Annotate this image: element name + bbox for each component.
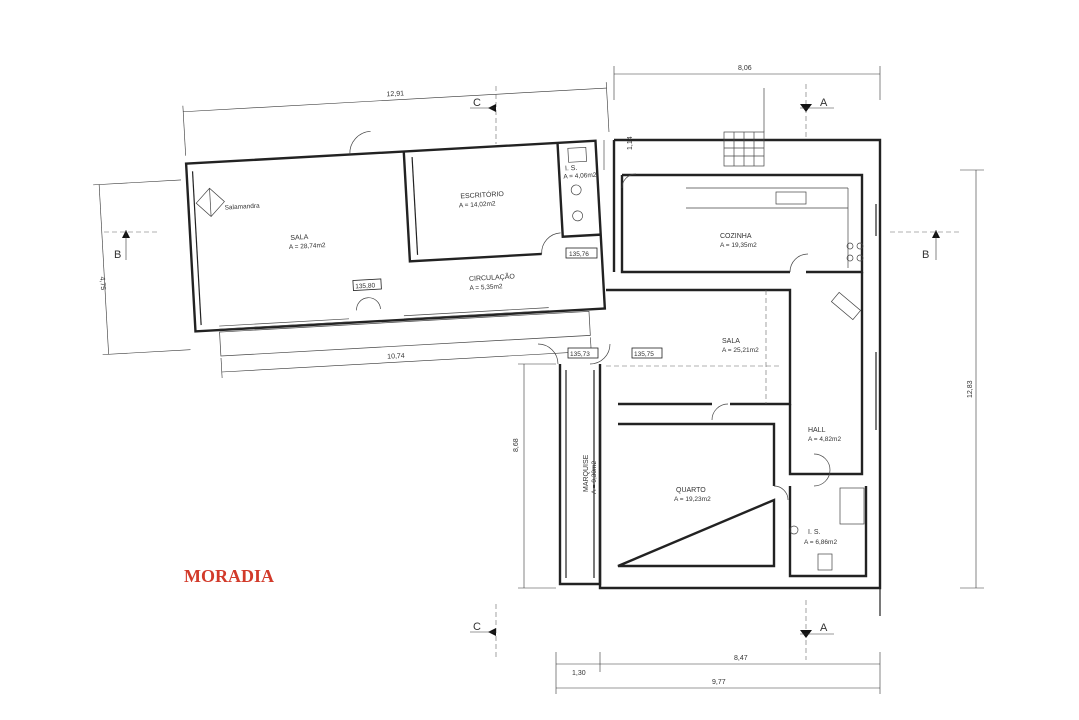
left-wing-outer-wall — [184, 139, 607, 333]
quarto-area: A = 19,23m2 — [674, 496, 711, 503]
section-c-bottom: C — [473, 621, 481, 633]
level-135-73: 135,73 — [570, 351, 590, 358]
cozinha-name: COZINHA — [720, 233, 752, 240]
section-b-left: B — [114, 249, 121, 261]
cozinha-walls — [620, 173, 864, 274]
section-a-top: A — [820, 97, 828, 109]
circulacao-name: CIRCULAÇÃO — [469, 271, 516, 283]
section-markers: A A C C B B — [104, 84, 960, 660]
hall-area: A = 4,82m2 — [808, 436, 841, 443]
sala-right-name: SALA — [722, 338, 740, 345]
hall-name: HALL — [808, 427, 826, 434]
cozinha-area: A = 19,35m2 — [720, 242, 757, 249]
is-bottom-area: A = 6,86m2 — [804, 539, 837, 546]
sala-right-area: A = 25,21m2 — [722, 347, 759, 354]
marquise-area: A = 9,30m2 — [591, 461, 598, 494]
salamandra-label: Salamandra — [224, 203, 260, 212]
dimension-lines: 8,06 1,14 8,68 12,83 1,30 8,47 9,77 — [513, 65, 984, 694]
is-bottom-name: I. S. — [808, 529, 821, 536]
marquise-walls — [558, 364, 602, 586]
dim-1-30: 1,30 — [572, 670, 586, 677]
staircase — [723, 88, 765, 167]
salamandra-stove — [195, 187, 225, 217]
escritorio-area: A = 14,02m2 — [459, 200, 496, 209]
dim-8-47: 8,47 — [734, 655, 748, 662]
sala-left-area: A = 28,74m2 — [289, 242, 326, 251]
dim-10-74: 10,74 — [387, 353, 405, 361]
left-wing: Salamandra SALA A = 28,74m2 ESCRITÓRIO A… — [93, 82, 610, 379]
right-wing-outer-wall — [598, 138, 882, 590]
is-top-name: I. S. — [565, 165, 578, 173]
sala-left-name: SALA — [290, 234, 309, 242]
dim-8-06: 8,06 — [738, 65, 752, 72]
dim-4-75: 4,75 — [98, 276, 106, 290]
terrace-strip — [219, 311, 591, 357]
section-a-bottom: A — [820, 622, 828, 634]
plan-title: MORADIA — [184, 566, 274, 586]
marquise-name: MARQUISE — [583, 454, 590, 492]
dim-12-91: 12,91 — [386, 90, 404, 98]
section-b-right: B — [922, 249, 929, 261]
section-c-top: C — [473, 97, 481, 109]
hall-walls — [788, 272, 864, 476]
level-135-75: 135,75 — [634, 351, 654, 358]
level-135-80: 135,80 — [355, 282, 376, 290]
dim-9-77: 9,77 — [712, 679, 726, 686]
escritorio-walls — [402, 151, 542, 263]
is-top-area: A = 4,06m2 — [563, 172, 597, 181]
dim-1-14: 1,14 — [627, 136, 634, 150]
quarto-name: QUARTO — [676, 487, 706, 494]
dim-12-83: 12,83 — [967, 380, 974, 398]
is-bottom-walls — [788, 486, 868, 578]
level-135-76: 135,76 — [569, 251, 589, 258]
sala-right-walls — [606, 288, 792, 406]
escritorio-name: ESCRITÓRIO — [460, 189, 505, 200]
right-wing: COZINHA A = 19,35m2 SALA A = 25,21m2 HAL… — [537, 88, 882, 616]
quarto-walls — [617, 422, 776, 568]
circulacao-area: A = 5,35m2 — [469, 283, 503, 292]
dim-8-68: 8,68 — [513, 438, 520, 452]
